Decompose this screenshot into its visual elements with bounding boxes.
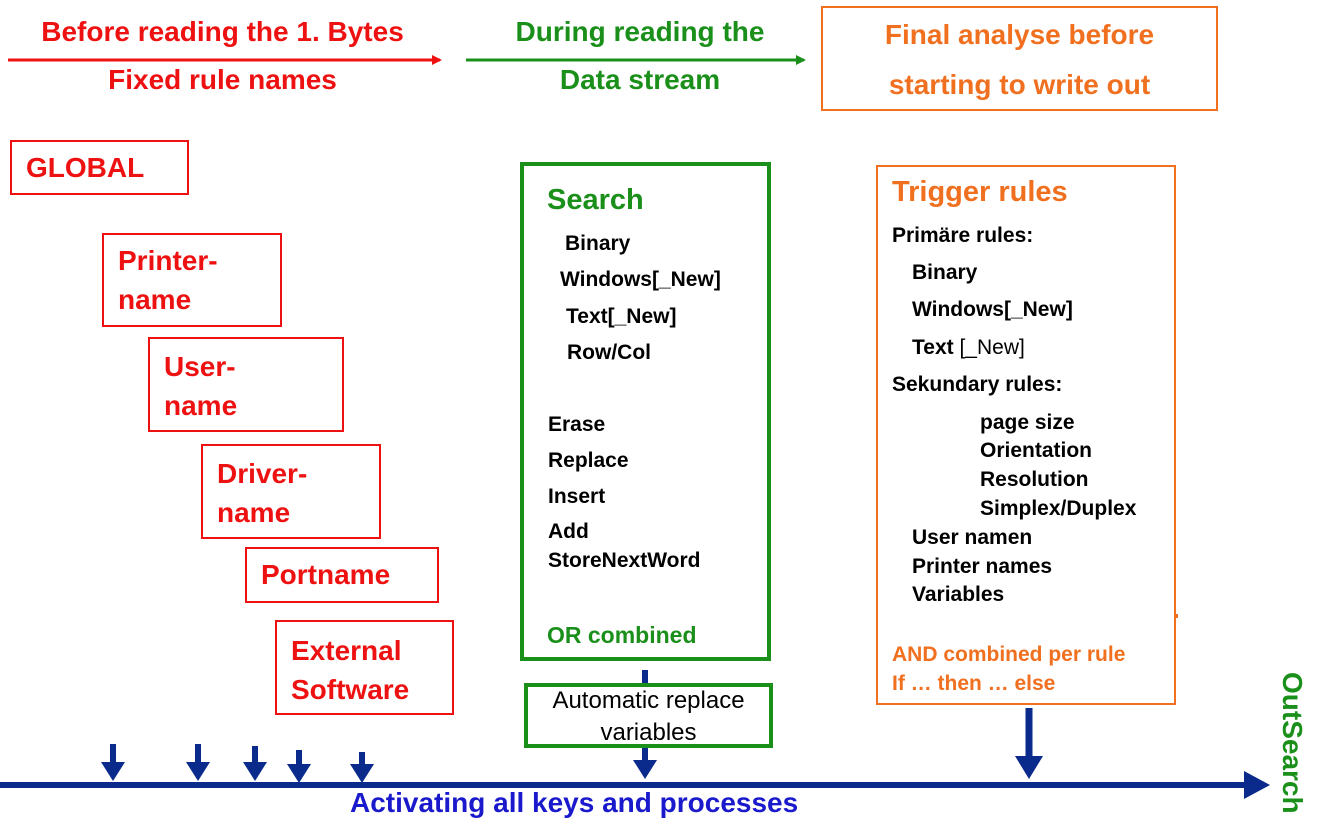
- search-item-windows: Windows[_New]: [560, 268, 721, 291]
- search-box: [520, 162, 771, 661]
- trigger-secondary-label: Sekundary rules:: [892, 373, 1063, 396]
- trigger-other-variables: Variables: [912, 583, 1005, 606]
- before-header-line2: Fixed rule names: [108, 64, 337, 95]
- trigger-text-bold: Text: [912, 336, 954, 359]
- before-header: Before reading the 1. Bytes Fixed rule n…: [0, 8, 445, 104]
- rule-driver-name: Driver- name: [201, 444, 381, 539]
- trigger-primary-text: Text [_New]: [912, 336, 1025, 360]
- rule-external-software: External Software: [275, 620, 454, 715]
- trigger-primary-binary: Binary: [912, 261, 978, 284]
- timeline-arrowhead: [1244, 771, 1270, 799]
- rule-external-line1: External: [291, 635, 402, 666]
- action-item-add: Add: [548, 520, 589, 543]
- auto-replace-text: Automatic replace variables: [524, 685, 773, 749]
- rule-user-line2: name: [164, 390, 238, 421]
- auto-replace-line2: variables: [600, 719, 697, 746]
- trigger-primary-windows: Windows[_New]: [912, 298, 1073, 321]
- trigger-secondary-simplex: Simplex/Duplex: [980, 497, 1137, 520]
- trigger-box: [876, 165, 1176, 705]
- outsearch-label: OutSearch: [1277, 672, 1308, 814]
- search-item-binary: Binary: [565, 232, 631, 255]
- rule-driver-line2: name: [217, 497, 291, 528]
- rule-global-label: GLOBAL: [26, 152, 145, 183]
- trigger-other-printernames: Printer names: [912, 555, 1053, 578]
- trigger-secondary-resolution: Resolution: [980, 468, 1089, 491]
- during-header-line2: Data stream: [559, 64, 721, 95]
- during-header: During reading the Data stream: [470, 8, 810, 104]
- trigger-secondary-pagesize: page size: [980, 411, 1075, 434]
- before-header-line1: Before reading the 1. Bytes: [41, 16, 404, 47]
- timeline-label: Activating all keys and processes: [350, 787, 799, 818]
- action-item-erase: Erase: [548, 413, 606, 436]
- rule-driver-line1: Driver-: [217, 458, 308, 489]
- action-item-insert: Insert: [548, 485, 606, 508]
- activation-arrows: [101, 670, 1043, 783]
- trigger-other-usernamen: User namen: [912, 526, 1033, 549]
- trigger-text-normal: [_New]: [953, 336, 1025, 359]
- trigger-footer-line2: If … then … else: [892, 672, 1056, 695]
- trigger-footer: AND combined per rule If … then … else: [892, 640, 1125, 698]
- search-title: Search: [547, 184, 644, 216]
- rule-printer-line2: name: [118, 284, 192, 315]
- trigger-title: Trigger rules: [892, 176, 1068, 208]
- trigger-footer-line1: AND combined per rule: [892, 643, 1126, 666]
- final-header-line1: Final analyse before: [884, 19, 1155, 50]
- during-header-line1: During reading the: [515, 16, 765, 47]
- search-item-text: Text[_New]: [566, 305, 677, 328]
- rule-external-line2: Software: [291, 674, 410, 705]
- search-item-rowcol: Row/Col: [567, 341, 651, 364]
- final-header-box: Final analyse before starting to write o…: [821, 6, 1218, 111]
- rule-printer-line1: Printer-: [118, 245, 218, 276]
- auto-replace-line1: Automatic replace: [552, 687, 745, 714]
- final-header-line2: starting to write out: [888, 69, 1151, 100]
- rule-port-label: Portname: [261, 559, 391, 590]
- rule-global: GLOBAL: [10, 140, 189, 195]
- action-item-storenextword: StoreNextWord: [548, 549, 701, 572]
- action-item-replace: Replace: [548, 449, 629, 472]
- trigger-secondary-orientation: Orientation: [980, 439, 1093, 462]
- trigger-primary-label: Primäre rules:: [892, 224, 1034, 247]
- rule-printer-name: Printer- name: [102, 233, 282, 327]
- auto-replace-box: [524, 683, 773, 748]
- rule-user-line1: User-: [164, 351, 236, 382]
- rule-portname: Portname: [245, 547, 439, 603]
- rule-user-name: User- name: [148, 337, 344, 432]
- search-footer: OR combined: [547, 622, 697, 648]
